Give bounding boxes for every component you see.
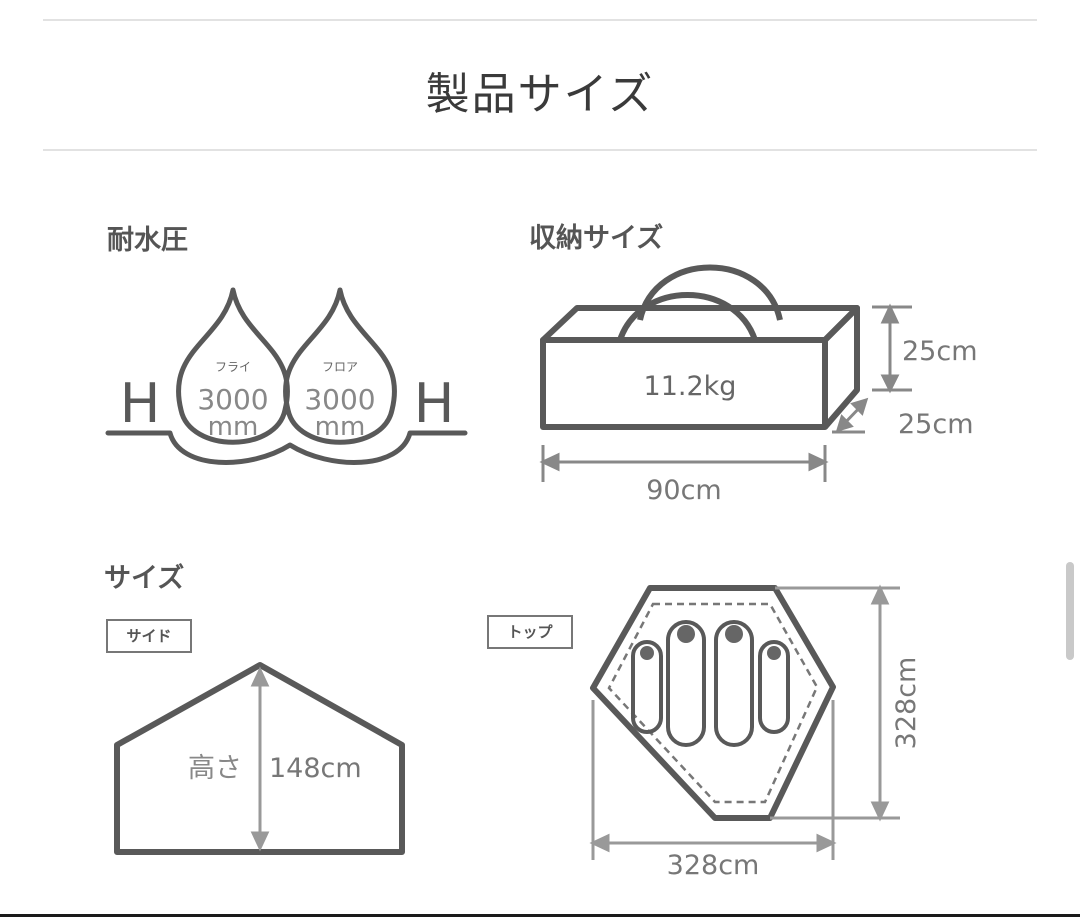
side-height-label: 高さ xyxy=(188,753,242,784)
bottom-edge xyxy=(0,914,1080,917)
h-mark-right: H xyxy=(414,372,455,435)
sleeping-bag-4 xyxy=(758,640,790,734)
top-view-diagram: 328cm 328cm xyxy=(589,584,922,881)
bag-top-face xyxy=(540,305,860,343)
size-label: サイズ xyxy=(104,563,185,594)
top-width-value: 328cm xyxy=(667,850,760,881)
storage-height: 25cm xyxy=(902,336,978,367)
ground-line xyxy=(105,430,468,465)
tent-top-outline xyxy=(590,585,836,821)
sleeping-bag-3 xyxy=(714,620,754,747)
fly-value: 3000 xyxy=(197,383,268,416)
storage-width: 90cm xyxy=(646,475,722,506)
storage-weight: 11.2kg xyxy=(644,371,737,402)
top-view-tag: トップ xyxy=(487,615,573,649)
bag-handle-outer xyxy=(637,264,783,321)
floor-unit: mm xyxy=(315,412,366,442)
fly-unit: mm xyxy=(208,412,259,442)
floor-label: フロア xyxy=(322,360,358,374)
fly-drop-icon xyxy=(176,287,290,445)
side-view-tag: サイド xyxy=(106,619,192,653)
scrollbar-thumb[interactable] xyxy=(1066,562,1074,660)
h-mark-left: H xyxy=(120,372,161,435)
bag-front-face xyxy=(540,337,828,430)
sleeping-bag-1 xyxy=(631,640,663,734)
sleeping-bag-2 xyxy=(666,620,706,747)
top-divider xyxy=(43,19,1037,21)
top-depth-value: 328cm xyxy=(891,657,922,750)
bag-handle-inner xyxy=(617,292,758,342)
water-resistance-label: 耐水圧 xyxy=(107,225,188,256)
inner-tent-outline xyxy=(607,602,819,804)
page-title: 製品サイズ xyxy=(425,69,655,120)
floor-drop-icon xyxy=(283,287,397,445)
fly-label: フライ xyxy=(215,360,251,374)
storage-bag-diagram: 11.2kg 25cm 25cm 90cm xyxy=(539,264,978,506)
tent-side-outline xyxy=(114,662,405,855)
side-view-diagram: 高さ 148cm xyxy=(114,662,405,855)
side-height-value: 148cm xyxy=(269,753,362,784)
floor-value: 3000 xyxy=(304,383,375,416)
storage-depth: 25cm xyxy=(898,409,974,440)
water-resistance-diagram: H H フライ 3000 mm フロア 3000 mm xyxy=(105,287,468,465)
title-divider xyxy=(43,149,1037,151)
bag-side-face xyxy=(822,305,860,429)
storage-size-label: 収納サイズ xyxy=(529,223,664,254)
